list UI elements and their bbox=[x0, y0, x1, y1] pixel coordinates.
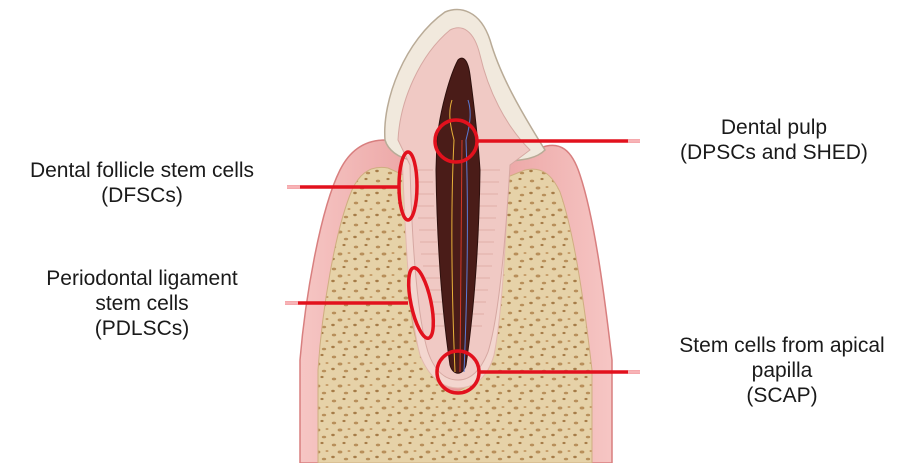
apical-label-line3: (SCAP) bbox=[662, 383, 902, 408]
apical-label-line2: papilla bbox=[662, 358, 902, 383]
apical-papilla-label: Stem cells from apical papilla (SCAP) bbox=[662, 333, 902, 408]
pulp-label-line1: Dental pulp bbox=[640, 115, 908, 140]
dental-pulp-label: Dental pulp (DPSCs and SHED) bbox=[640, 115, 908, 165]
pdl-stem-cells-label: Periodontal ligament stem cells (PDLSCs) bbox=[22, 266, 262, 341]
pulp-label-line2: (DPSCs and SHED) bbox=[640, 140, 908, 165]
follicle-label-line2: (DFSCs) bbox=[0, 183, 284, 208]
pdl-label-line2: stem cells bbox=[22, 291, 262, 316]
pdl-label-line1: Periodontal ligament bbox=[22, 266, 262, 291]
follicle-stem-cells-label: Dental follicle stem cells (DFSCs) bbox=[0, 158, 284, 208]
apical-label-line1: Stem cells from apical bbox=[662, 333, 902, 358]
pdl-label-line3: (PDLSCs) bbox=[22, 316, 262, 341]
follicle-label-line1: Dental follicle stem cells bbox=[0, 158, 284, 183]
